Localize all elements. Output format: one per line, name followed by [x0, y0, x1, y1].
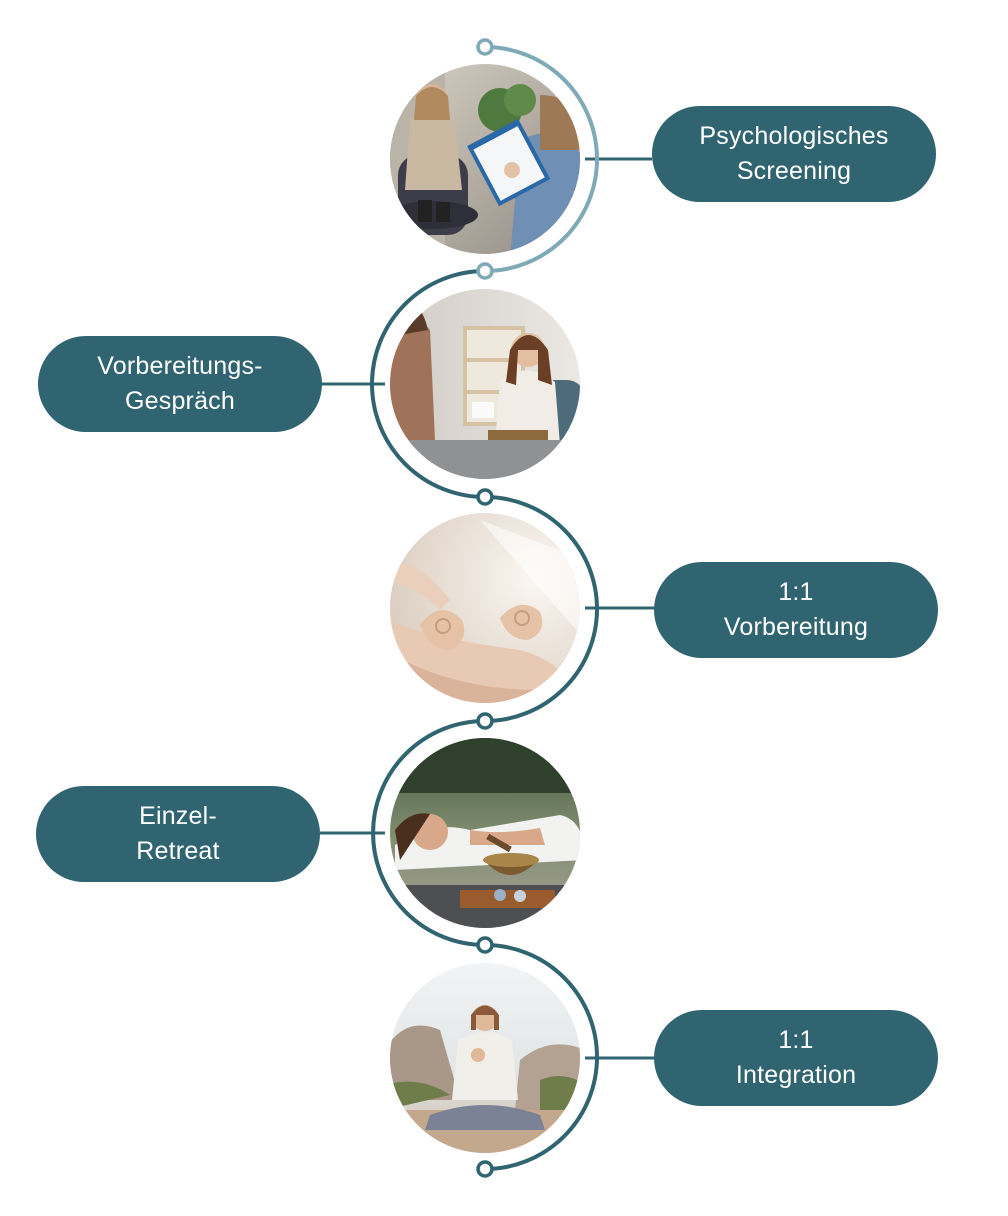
timeline-arc-5 [484, 943, 599, 1171]
outdoor-meditation-photo-icon [390, 963, 580, 1153]
timeline-arc-4 [371, 719, 486, 947]
sound-bowl-retreat-photo-icon [390, 738, 580, 928]
timeline-node [476, 936, 494, 954]
step-label: 1:1 Vorbereitung [723, 578, 869, 641]
step-preparation-talk: Vorbereitungs- Gespräch [38, 336, 322, 432]
step-label: Psychologisches Screening [699, 122, 889, 185]
step-psychological-screening: Psychologisches Screening [652, 106, 936, 202]
step-one-on-one-preparation: 1:1 Vorbereitung [654, 562, 938, 658]
timeline-node [476, 1160, 494, 1178]
consultation-photo-icon [390, 289, 580, 479]
timeline-arc-2 [370, 269, 486, 499]
timeline-node [476, 262, 494, 280]
timeline-arc-3 [484, 495, 599, 723]
step-one-on-one-integration: 1:1 Integration [654, 1010, 938, 1106]
step-label: Einzel- Retreat [136, 802, 220, 865]
step-label: Vorbereitungs- Gespräch [97, 352, 263, 415]
meditation-hands-photo-icon [390, 513, 580, 703]
timeline-arc-1 [484, 45, 599, 273]
timeline-node [476, 488, 494, 506]
timeline-node [476, 38, 494, 56]
step-label: 1:1 Integration [735, 1026, 857, 1089]
step-individual-retreat: Einzel- Retreat [36, 786, 320, 882]
timeline-node [476, 712, 494, 730]
therapy-session-photo-icon [390, 64, 580, 254]
